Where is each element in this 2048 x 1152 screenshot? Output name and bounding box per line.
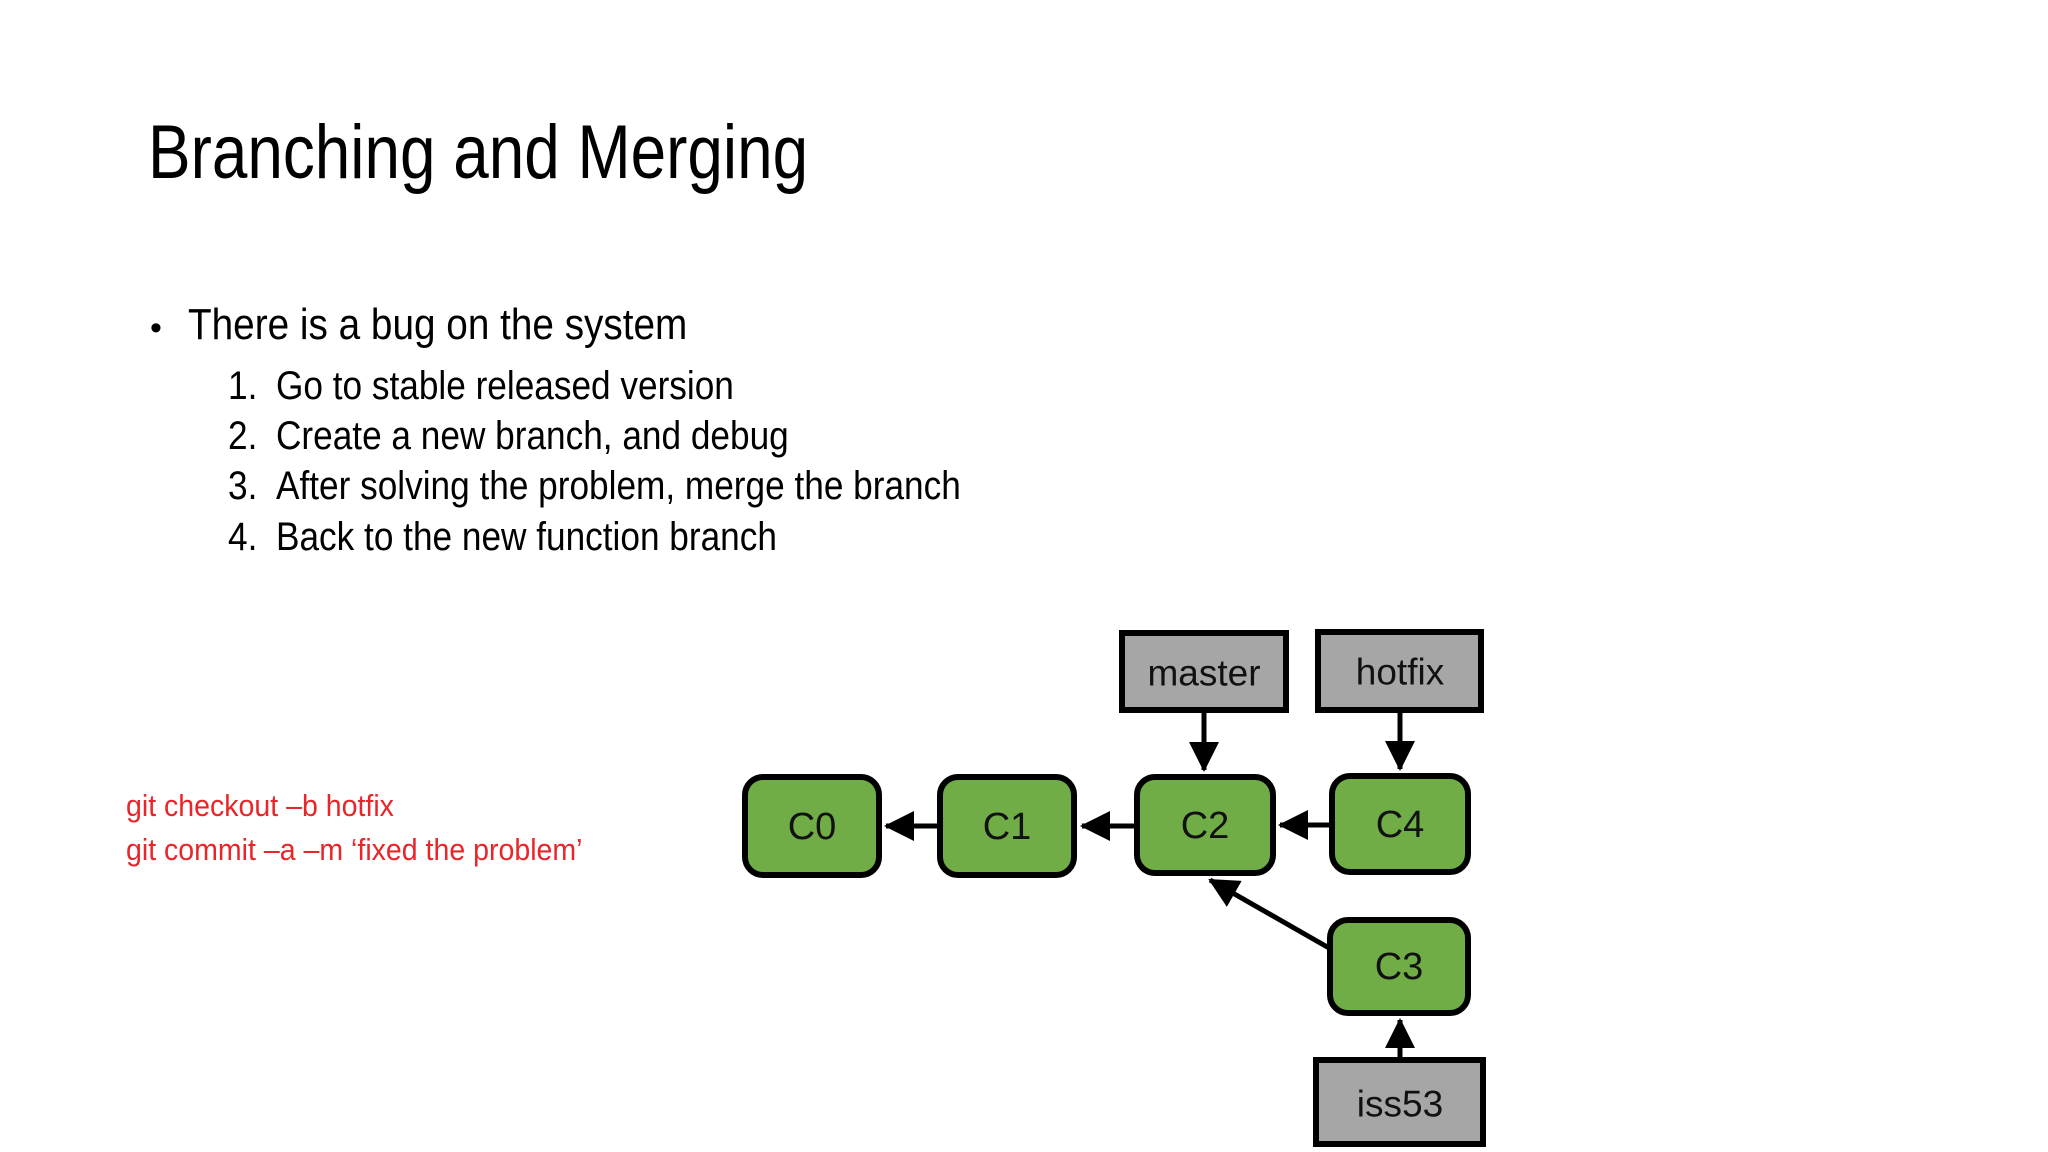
list-item-number: 2.: [228, 413, 258, 458]
list-item-label: After solving the problem, merge the bra…: [276, 464, 961, 509]
list-item-number: 4.: [228, 514, 258, 559]
git-command-annotation: git checkout –b hotfix git commit –a –m …: [126, 784, 622, 872]
commit-node-c1-label: C1: [983, 806, 1032, 848]
bullet-item-label: There is a bug on the system: [188, 300, 688, 349]
edge-c3-to-c2: [1208, 877, 1338, 955]
list-item-label: Back to the new function branch: [276, 514, 777, 559]
branch-box-master-label: master: [1147, 653, 1260, 694]
branch-box-master[interactable]: master: [1119, 630, 1289, 713]
commit-node-c3-label: C3: [1375, 946, 1424, 988]
git-command-line-1: git checkout –b hotfix: [126, 788, 394, 823]
list-item: 3. After solving the problem, merge the …: [228, 461, 1350, 511]
branch-box-iss53[interactable]: iss53: [1313, 1057, 1486, 1147]
git-command-line-2: git commit –a –m ‘fixed the problem’: [126, 832, 583, 868]
list-item: 2. Create a new branch, and debug: [228, 411, 1350, 461]
list-item: 1. Go to stable released version: [228, 361, 1350, 411]
bullet-item-bug: • There is a bug on the system: [150, 300, 1350, 351]
slide-body: • There is a bug on the system 1. Go to …: [150, 300, 1350, 562]
branch-box-iss53-label: iss53: [1357, 1084, 1443, 1125]
commit-node-c4[interactable]: C4: [1329, 773, 1471, 875]
bullet-marker-icon: •: [150, 309, 162, 347]
commit-node-c0-label: C0: [788, 806, 837, 848]
branch-box-hotfix-label: hotfix: [1356, 652, 1445, 693]
branch-box-hotfix[interactable]: hotfix: [1315, 629, 1484, 713]
list-item-number: 3.: [228, 464, 258, 509]
commit-node-c4-label: C4: [1376, 804, 1425, 846]
steps-list: 1. Go to stable released version 2. Crea…: [150, 361, 1350, 563]
list-item-number: 1.: [228, 363, 258, 408]
list-item-label: Create a new branch, and debug: [276, 413, 789, 458]
commit-node-c2[interactable]: C2: [1134, 774, 1276, 876]
commit-node-c0[interactable]: C0: [742, 774, 882, 878]
commit-node-c3[interactable]: C3: [1327, 917, 1471, 1016]
page-title: Branching and Merging: [148, 110, 809, 195]
commit-node-c2-label: C2: [1181, 805, 1230, 847]
commit-node-c1[interactable]: C1: [937, 774, 1077, 878]
list-item-label: Go to stable released version: [276, 363, 734, 408]
list-item: 4. Back to the new function branch: [228, 512, 1350, 562]
